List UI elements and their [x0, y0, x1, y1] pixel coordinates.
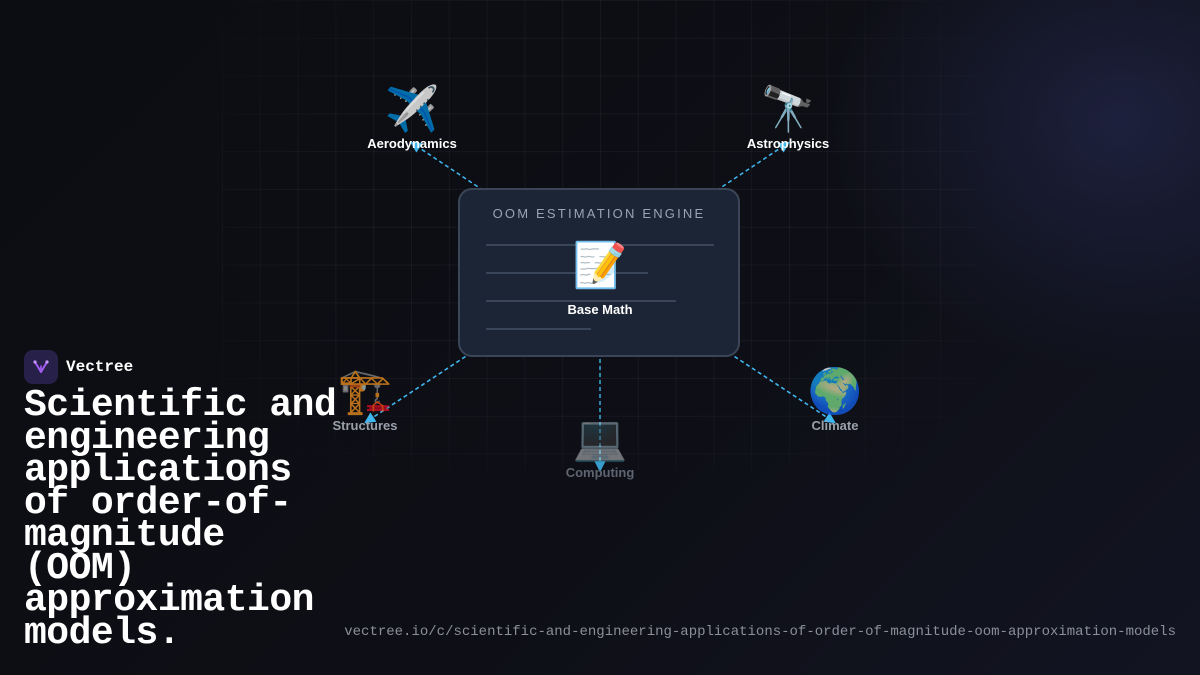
airplane-icon: ✈️ [384, 85, 440, 134]
node-computing: 💻 Computing [530, 414, 670, 481]
node-aerodynamics: ✈️ Aerodynamics [342, 85, 482, 152]
center-node-base-math: 📝 Base Math [530, 240, 670, 317]
globe-icon: 🌍 [807, 367, 863, 416]
laptop-icon: 💻 [572, 414, 628, 463]
page-title: Scientific and engineering applications … [24, 384, 337, 655]
card-divider [486, 300, 676, 302]
node-label: Structures [332, 418, 398, 433]
node-label: Astrophysics [746, 136, 830, 151]
brand-name: Vectree [66, 358, 134, 376]
page-url: vectree.io/c/scientific-and-engineering-… [344, 624, 1176, 640]
engine-title: OOM ESTIMATION ENGINE [492, 206, 706, 221]
construction-crane-icon: 🏗️ [337, 367, 393, 416]
node-climate: 🌍 Climate [765, 367, 905, 434]
node-astrophysics: 🔭 Astrophysics [718, 85, 858, 152]
node-label: Climate [811, 418, 859, 433]
center-node-label: Base Math [567, 302, 633, 317]
brand: Vectree [24, 350, 133, 384]
card-divider [486, 272, 648, 274]
card-divider [486, 328, 591, 330]
vectree-fork-icon [24, 350, 58, 384]
node-label: Computing [565, 465, 635, 480]
card-divider [486, 244, 714, 246]
telescope-icon: 🔭 [760, 85, 816, 134]
node-structures: 🏗️ Structures [295, 367, 435, 434]
memo-pencil-icon: 📝 [572, 241, 628, 290]
oom-engine-card: OOM ESTIMATION ENGINE [458, 188, 740, 357]
node-label: Aerodynamics [367, 136, 457, 151]
